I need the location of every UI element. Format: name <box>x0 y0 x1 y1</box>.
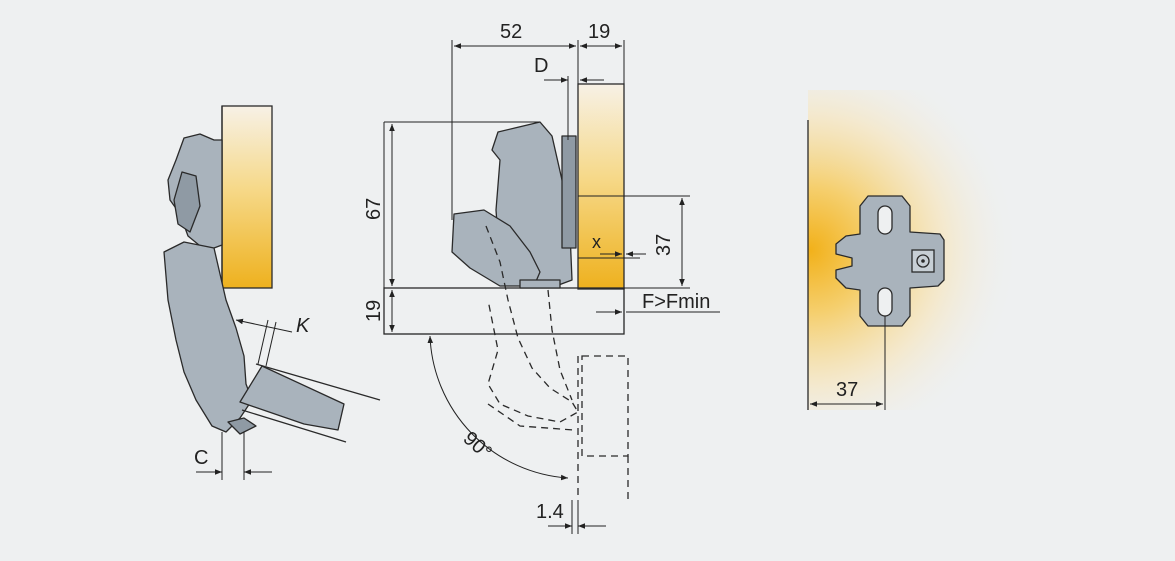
middle-door-panel <box>383 287 625 335</box>
left-view: K C <box>163 105 381 480</box>
plate-slot-top <box>877 205 893 235</box>
c-label: C <box>194 447 208 469</box>
dim-19-top-label: 19 <box>588 21 610 43</box>
x-label: x <box>592 232 601 252</box>
mounting-plate <box>835 195 945 327</box>
left-hinge-cup <box>163 241 253 433</box>
dim-19-left-label: 19 <box>363 300 385 322</box>
right-view: 37 <box>807 90 1028 410</box>
dim-37-right-label: 37 <box>653 234 675 256</box>
dim-52-label: 52 <box>500 21 522 43</box>
dim-37-bottom-label: 37 <box>836 379 858 401</box>
k-label: K <box>296 315 311 337</box>
plate-screw-icon <box>916 254 930 268</box>
offset-label: 1.4 <box>536 501 564 523</box>
middle-hinge-cup <box>451 209 541 287</box>
force-label: F>Fmin <box>642 291 710 313</box>
plate-slot-bottom <box>877 287 893 317</box>
left-cabinet-panel <box>221 105 273 289</box>
dim-67-label: 67 <box>363 198 385 220</box>
d-label: D <box>534 55 548 77</box>
middle-view: 52 19 D 67 37 x 19 F>Fmin 90° <box>363 21 720 534</box>
left-door <box>239 365 345 431</box>
angle-label: 90° <box>459 427 496 464</box>
